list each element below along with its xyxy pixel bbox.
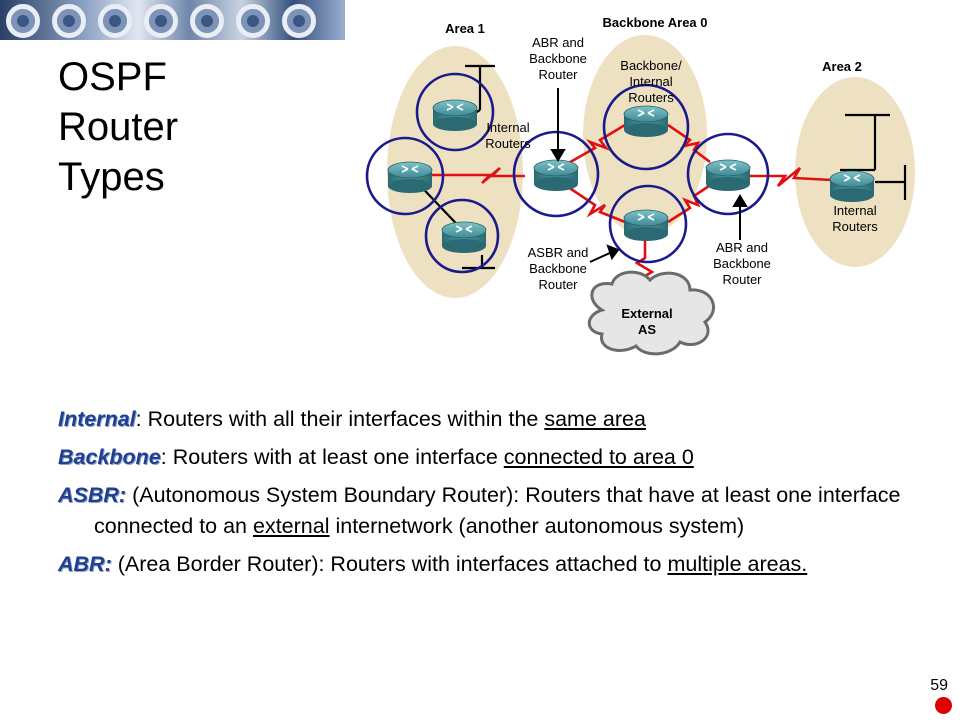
- area-labels: Area 1 Backbone Area 0 Area 2: [445, 15, 862, 74]
- label-line: ASBR and: [528, 245, 589, 260]
- term-internal: Internal: [58, 407, 136, 431]
- router-icon: [533, 159, 579, 192]
- router-icon: [387, 161, 433, 194]
- label-line: ABR and: [716, 240, 768, 255]
- label-line: Internal: [833, 203, 876, 218]
- label-line: Router: [722, 272, 762, 287]
- router-icon: [441, 221, 487, 254]
- decorative-disc: [282, 4, 316, 38]
- label-line: Router: [538, 67, 578, 82]
- router-type-labels: ABR and Backbone Router Backbone/ Intern…: [485, 35, 878, 292]
- term-colon: :: [104, 552, 112, 576]
- label-line: Router: [538, 277, 578, 292]
- label-line: Backbone: [529, 261, 587, 276]
- decorative-disc: [6, 4, 40, 38]
- label-line: Internal: [629, 74, 672, 89]
- area-2-label: Area 2: [822, 59, 862, 74]
- label-line: Routers: [628, 90, 674, 105]
- definition-underline: connected to area 0: [503, 445, 694, 469]
- ospf-diagram: External AS Area 1 Backbone Area 0 Area …: [365, 15, 915, 356]
- router-icon: [432, 99, 478, 132]
- router-highlight-circles: [365, 72, 770, 274]
- router-icon: [705, 159, 751, 192]
- label-line: Backbone: [713, 256, 771, 271]
- definition-asbr: ASBR: (Autonomous System Boundary Router…: [58, 480, 938, 542]
- label-line: Backbone: [529, 51, 587, 66]
- title-line: Router: [58, 105, 179, 149]
- definition-text: (Autonomous System Boundary Router): Rou…: [94, 483, 901, 538]
- decorative-disc: [98, 4, 132, 38]
- definition-text: : Routers with at least one interface: [160, 445, 504, 469]
- label-line: Internal: [486, 120, 529, 135]
- title-line: Types: [58, 155, 165, 199]
- definition-underline: same area: [544, 407, 646, 431]
- external-as-cloud: External AS: [587, 270, 716, 356]
- header-banner-image: [0, 0, 345, 40]
- slide-title: OSPF Router Types: [58, 52, 178, 202]
- definition-underline: external: [252, 514, 330, 538]
- term-asbr: ASBR: [58, 483, 119, 507]
- callout-arrows: [550, 88, 748, 263]
- definition-abr: ABR: (Area Border Router): Routers with …: [58, 549, 938, 580]
- cloud-label-line: AS: [638, 322, 656, 337]
- label-line: Routers: [485, 136, 531, 151]
- definition-internal: Internal: Routers with all their interfa…: [58, 404, 938, 435]
- definition-backbone: Backbone: Routers with at least one inte…: [58, 442, 938, 473]
- title-line: OSPF: [58, 55, 167, 99]
- decorative-disc: [236, 4, 270, 38]
- decorative-disc: [52, 4, 86, 38]
- definition-underline: multiple areas.: [667, 552, 808, 576]
- page-number: 59: [930, 677, 948, 694]
- cloud-label-line: External: [621, 306, 672, 321]
- backbone-area-label: Backbone Area 0: [602, 15, 707, 30]
- label-line: Backbone/: [620, 58, 682, 73]
- term-abr: ABR: [58, 552, 105, 576]
- router-icon: [623, 209, 669, 242]
- definition-list: Internal: Routers with all their interfa…: [58, 404, 938, 587]
- decorative-disc: [144, 4, 178, 38]
- area-1-region: [387, 46, 523, 298]
- definition-text: internetwork (another autonomous system): [329, 514, 745, 538]
- term-colon: :: [118, 483, 127, 507]
- router-icon: [623, 105, 669, 138]
- term-backbone: Backbone: [58, 445, 161, 469]
- red-dot-icon: [935, 697, 952, 714]
- label-line: Routers: [832, 219, 878, 234]
- router-icon: [829, 170, 875, 203]
- decorative-disc: [190, 4, 224, 38]
- area-1-label: Area 1: [445, 21, 485, 36]
- definition-text: (Area Border Router): Routers with inter…: [111, 552, 668, 576]
- label-line: ABR and: [532, 35, 584, 50]
- definition-text: : Routers with all their interfaces with…: [135, 407, 545, 431]
